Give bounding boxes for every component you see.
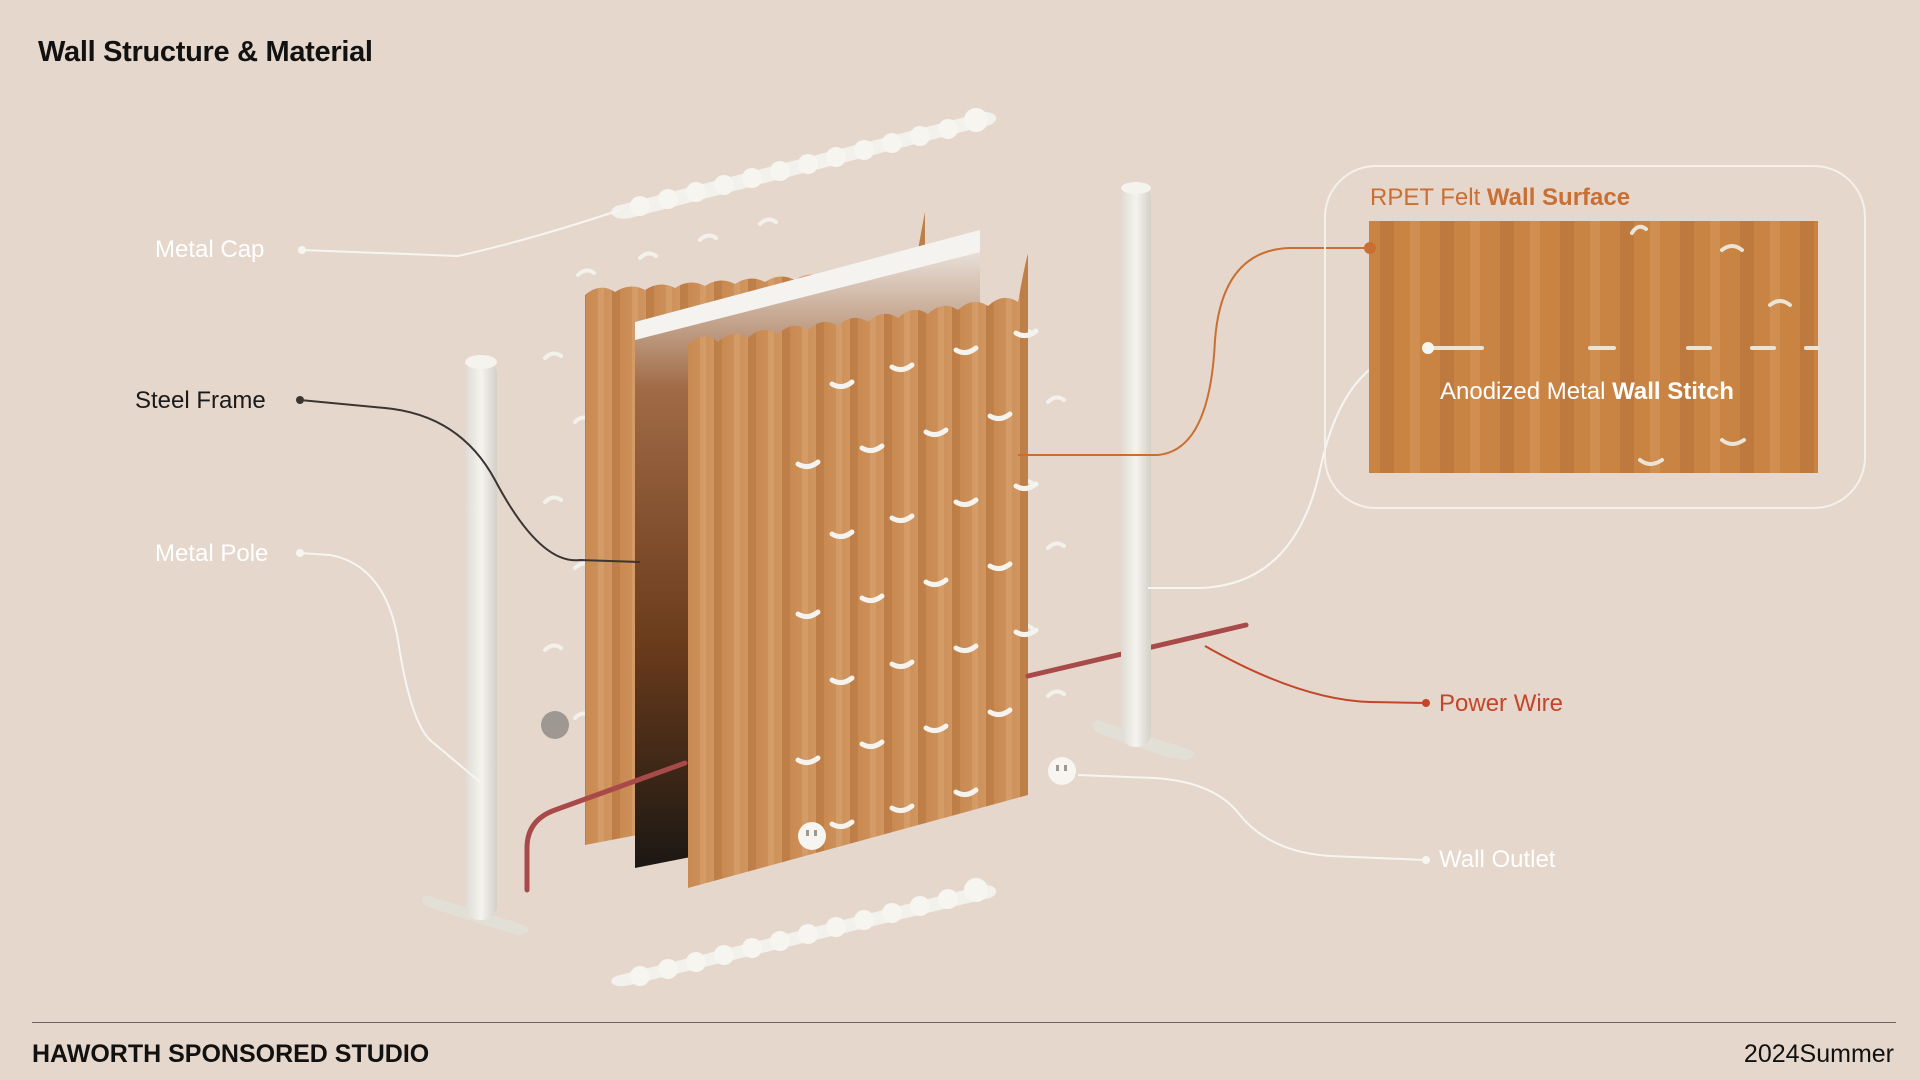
wall-outlet-leader (1077, 774, 1427, 861)
wall-surface-prefix: RPET Felt (1370, 184, 1481, 211)
top-metal-cap (611, 108, 997, 219)
wall-stitch-prefix: Anodized Metal (1440, 378, 1606, 405)
wall-outlet-parts (541, 711, 1076, 850)
front-panel-stitches (795, 328, 1039, 830)
wall-stitch-bold: Wall Stitch (1612, 378, 1734, 405)
bottom-metal-cap (611, 878, 997, 987)
felt-closeup-image (1364, 221, 1820, 473)
steel-frame-leader (299, 399, 641, 563)
metal-pole-leader (299, 552, 481, 783)
label-steel-frame: Steel Frame (135, 387, 266, 414)
footer-season: 2024Summer (1743, 1040, 1894, 1068)
leader-lines (299, 209, 1429, 861)
wall-surface-bold: Wall Surface (1486, 184, 1631, 211)
label-wall-stitch: Anodized Metal Wall Stitch (1440, 378, 1734, 406)
leader-dots (296, 246, 1430, 864)
power-wire-leader (1204, 645, 1427, 704)
metal-cap-leader (301, 209, 621, 258)
label-wall-outlet: Wall Outlet (1439, 846, 1556, 873)
label-power-wire: Power Wire (1439, 690, 1564, 717)
page-title: Wall Structure & Material (38, 36, 373, 68)
label-metal-pole: Metal Pole (155, 540, 269, 567)
footer-divider (32, 1022, 1896, 1023)
left-metal-pole (422, 355, 529, 935)
right-metal-pole (1092, 182, 1195, 760)
label-metal-cap: Metal Cap (155, 236, 265, 263)
footer-studio: HAWORTH SPONSORED STUDIO (32, 1040, 430, 1068)
wall-surface-leader (1018, 247, 1370, 456)
label-wall-surface: RPET Felt Wall Surface (1370, 184, 1630, 212)
material-inset-frame (1324, 165, 1866, 509)
